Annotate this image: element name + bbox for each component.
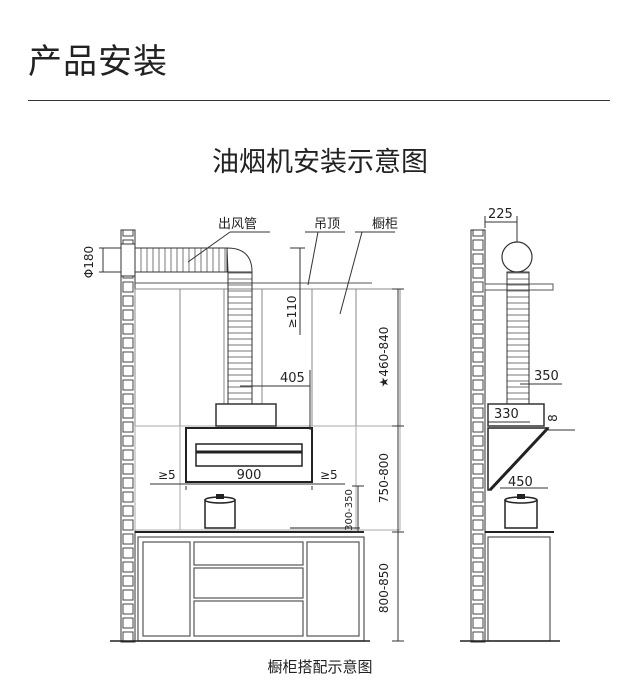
label-cabinet: 橱柜 bbox=[372, 217, 398, 232]
dim-angle: 8 bbox=[546, 414, 560, 422]
front-view: Φ180 出风管 吊顶 橱柜 ≥110 405 900 ≥5 ≥5 bbox=[82, 217, 404, 643]
dim-counter-height: 800-850 bbox=[377, 563, 391, 613]
exhaust-duct bbox=[120, 243, 253, 405]
dim-hob-gap: 300-350 bbox=[344, 489, 355, 531]
upper-cabinets bbox=[134, 288, 401, 427]
dim-side-gap-right: ≥5 bbox=[320, 468, 338, 482]
dim-hood-height: 750-800 bbox=[377, 453, 391, 503]
hood-chimney bbox=[215, 403, 277, 427]
cooking-pot bbox=[204, 494, 236, 529]
dim-diameter: Φ180 bbox=[82, 246, 96, 278]
dim-hood-diag: 450 bbox=[508, 475, 533, 490]
dim-hood-width: 900 bbox=[237, 468, 262, 483]
title-divider bbox=[28, 100, 610, 101]
side-hood bbox=[487, 426, 550, 492]
diagram-caption: 橱柜搭配示意图 bbox=[267, 658, 373, 676]
dim-hood-depth: 330 bbox=[494, 407, 519, 422]
dim-duct-height: 350 bbox=[534, 369, 559, 384]
lower-cabinets bbox=[137, 536, 365, 642]
side-pot bbox=[504, 494, 538, 529]
dim-cabinet-height: ★460-840 bbox=[377, 327, 391, 388]
side-view: 225 350 330 8 450 bbox=[460, 207, 575, 643]
page-title: 产品安装 bbox=[28, 42, 168, 82]
dim-side-gap-left: ≥5 bbox=[158, 468, 176, 482]
label-duct: 出风管 bbox=[218, 217, 257, 232]
side-duct-opening bbox=[501, 241, 533, 273]
side-wall bbox=[470, 229, 486, 643]
diagram-title: 油烟机安装示意图 bbox=[212, 147, 428, 178]
label-ceiling: 吊顶 bbox=[314, 217, 340, 232]
range-hood bbox=[185, 427, 313, 483]
dim-top-width: 225 bbox=[488, 207, 513, 222]
dim-clearance-top: ≥110 bbox=[285, 296, 299, 329]
dim-duct-offset: 405 bbox=[280, 371, 305, 386]
front-wall bbox=[120, 229, 136, 643]
